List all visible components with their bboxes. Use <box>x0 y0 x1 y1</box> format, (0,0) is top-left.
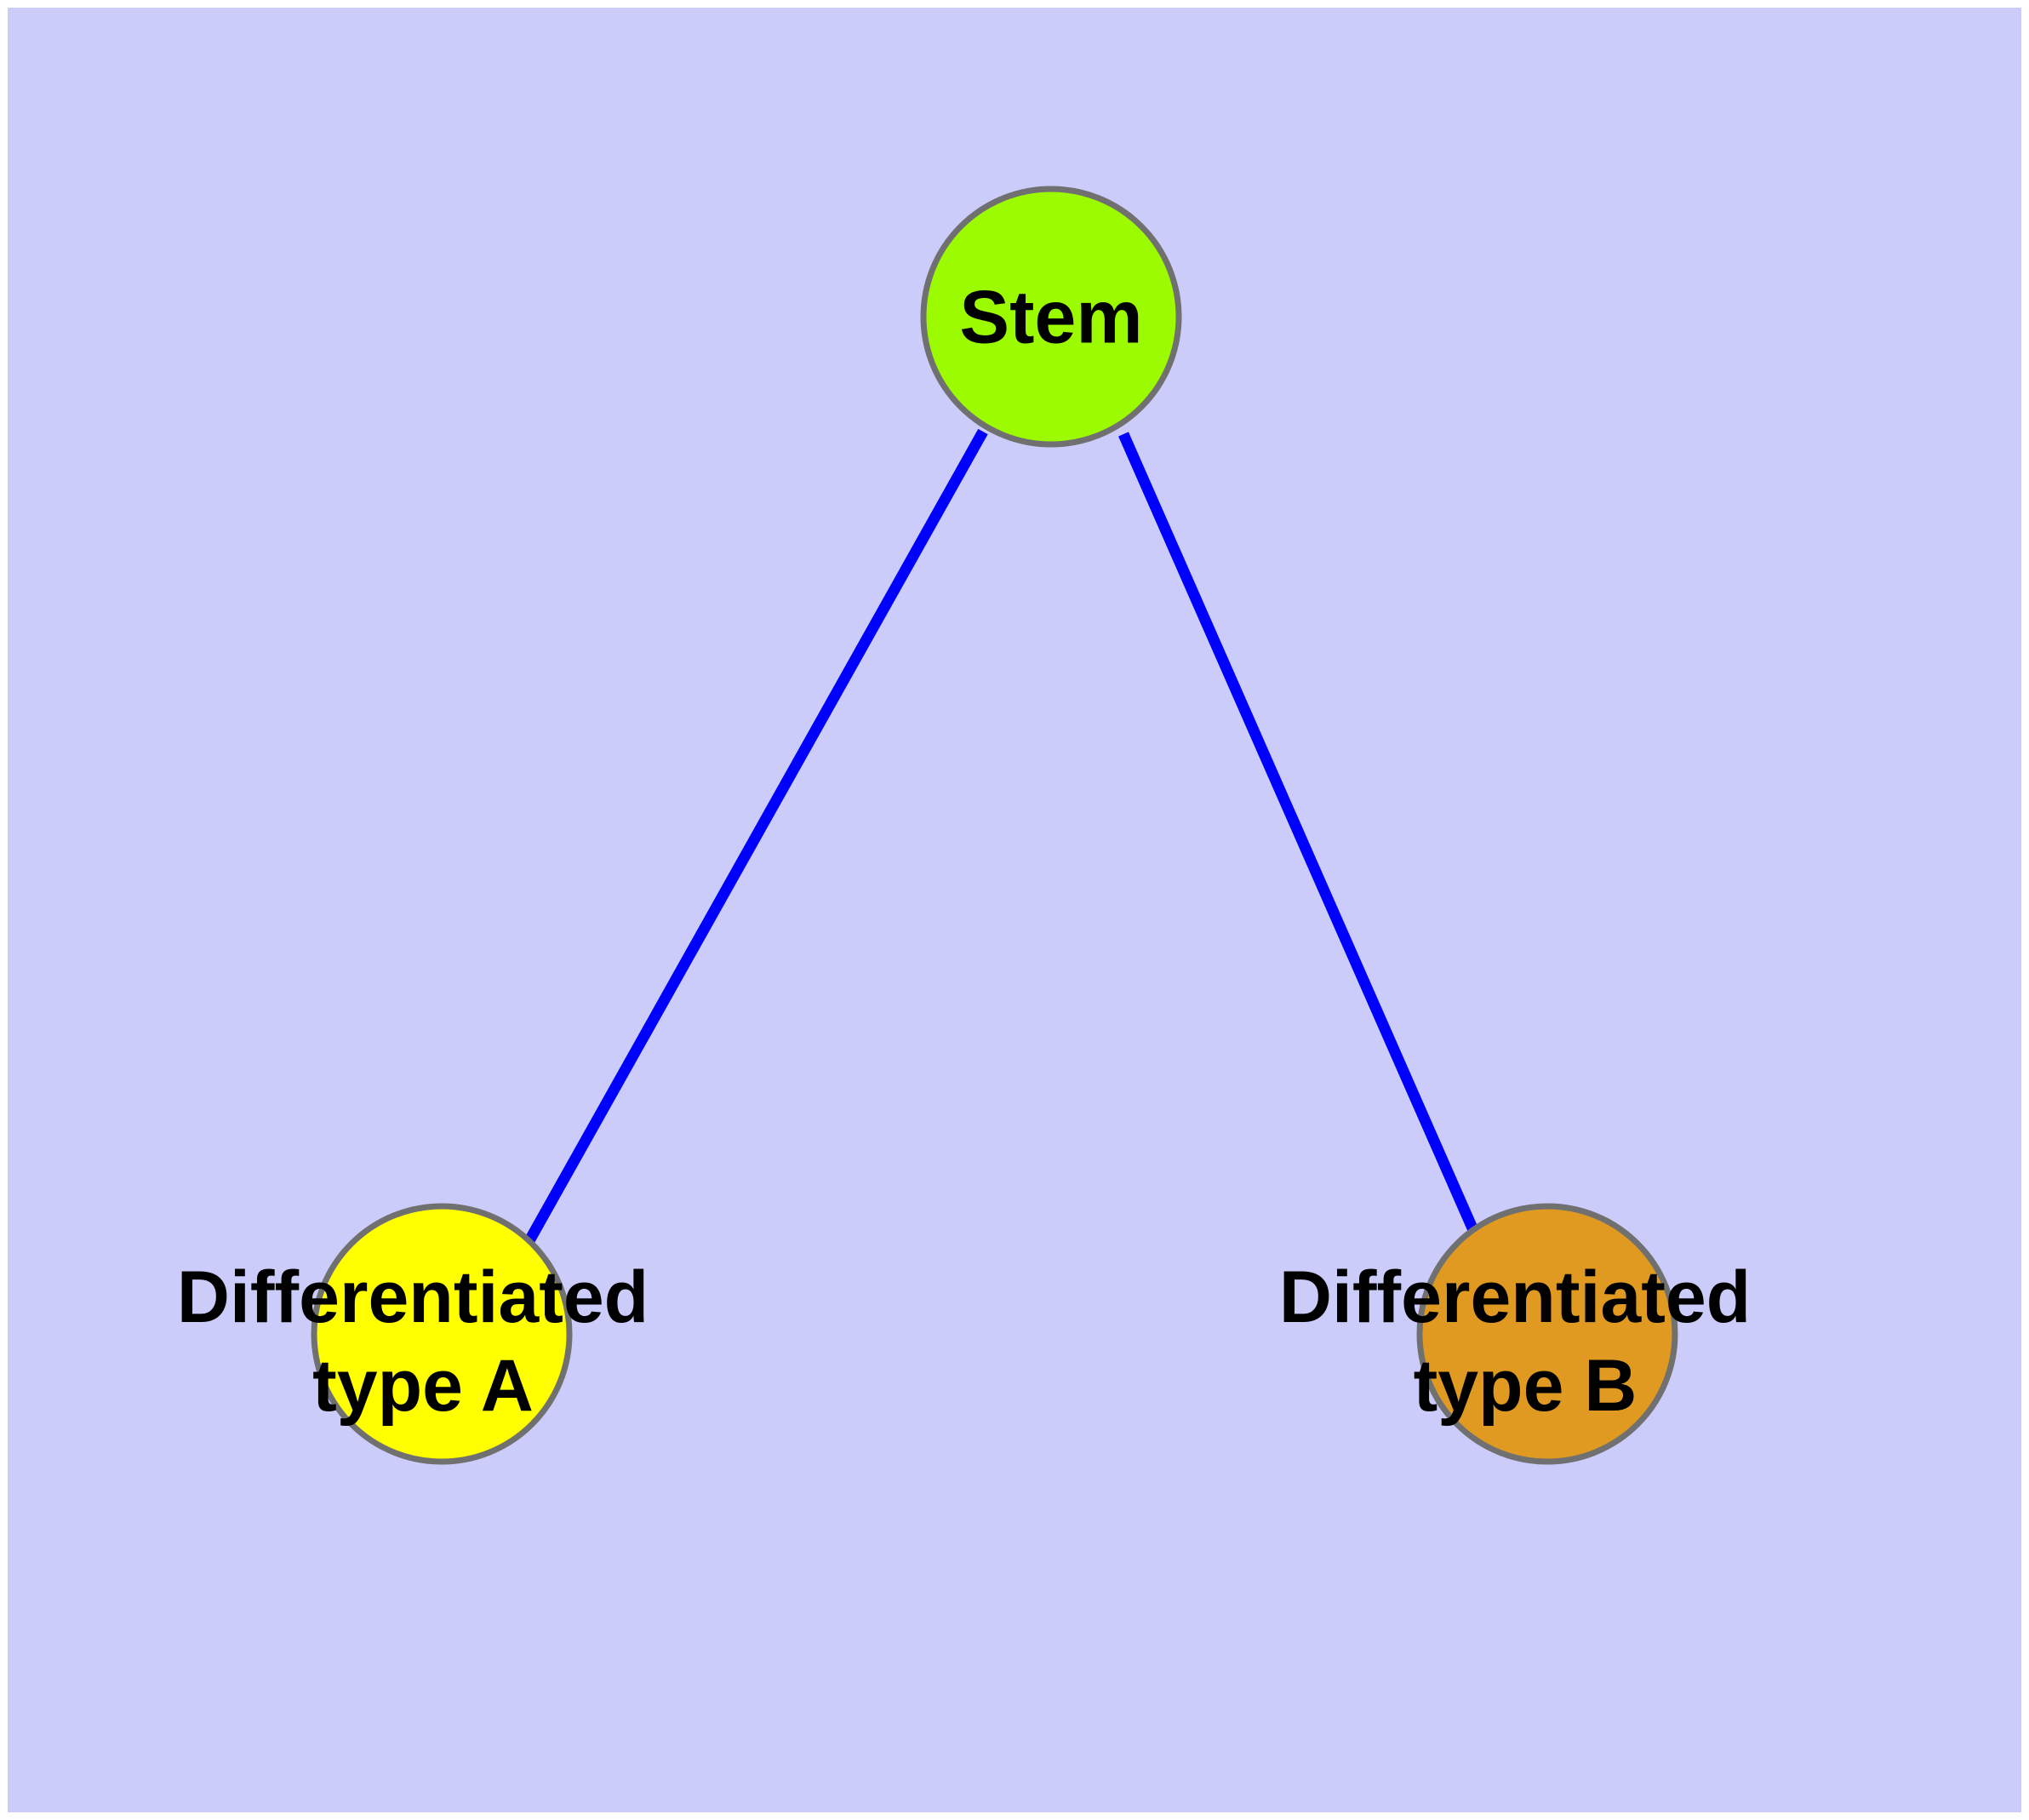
node-differentiated-type-b-label-line-1: Differentiated <box>1279 1256 1751 1338</box>
node-differentiated-type-a-circle[interactable] <box>311 1203 573 1465</box>
node-differentiated-type-b-label: Differentiated type B <box>1279 1256 1771 1427</box>
node-differentiated-type-a-label-line-2: type A <box>312 1345 534 1427</box>
node-differentiated-type-b-label-line-2: type B <box>1414 1345 1637 1427</box>
node-differentiated-type-a-label: Differentiated type A <box>177 1256 669 1427</box>
node-differentiated-type-a-label-line-1: Differentiated <box>177 1256 649 1338</box>
node-layer: Stem Differentiated type A Differentiate… <box>177 186 1771 1465</box>
node-stem[interactable]: Stem <box>920 186 1182 448</box>
edge-stem-to-differentiated-type-a[interactable] <box>523 428 988 1247</box>
node-differentiated-type-a[interactable]: Differentiated type A <box>177 1203 669 1465</box>
node-differentiated-type-b[interactable]: Differentiated type B <box>1279 1203 1771 1465</box>
node-stem-circle[interactable] <box>920 186 1182 448</box>
edge-stem-to-differentiated-type-b[interactable] <box>1118 432 1478 1233</box>
node-stem-label: Stem <box>959 275 1142 359</box>
edge-layer <box>523 428 1478 1247</box>
node-differentiated-type-b-circle[interactable] <box>1416 1203 1678 1465</box>
